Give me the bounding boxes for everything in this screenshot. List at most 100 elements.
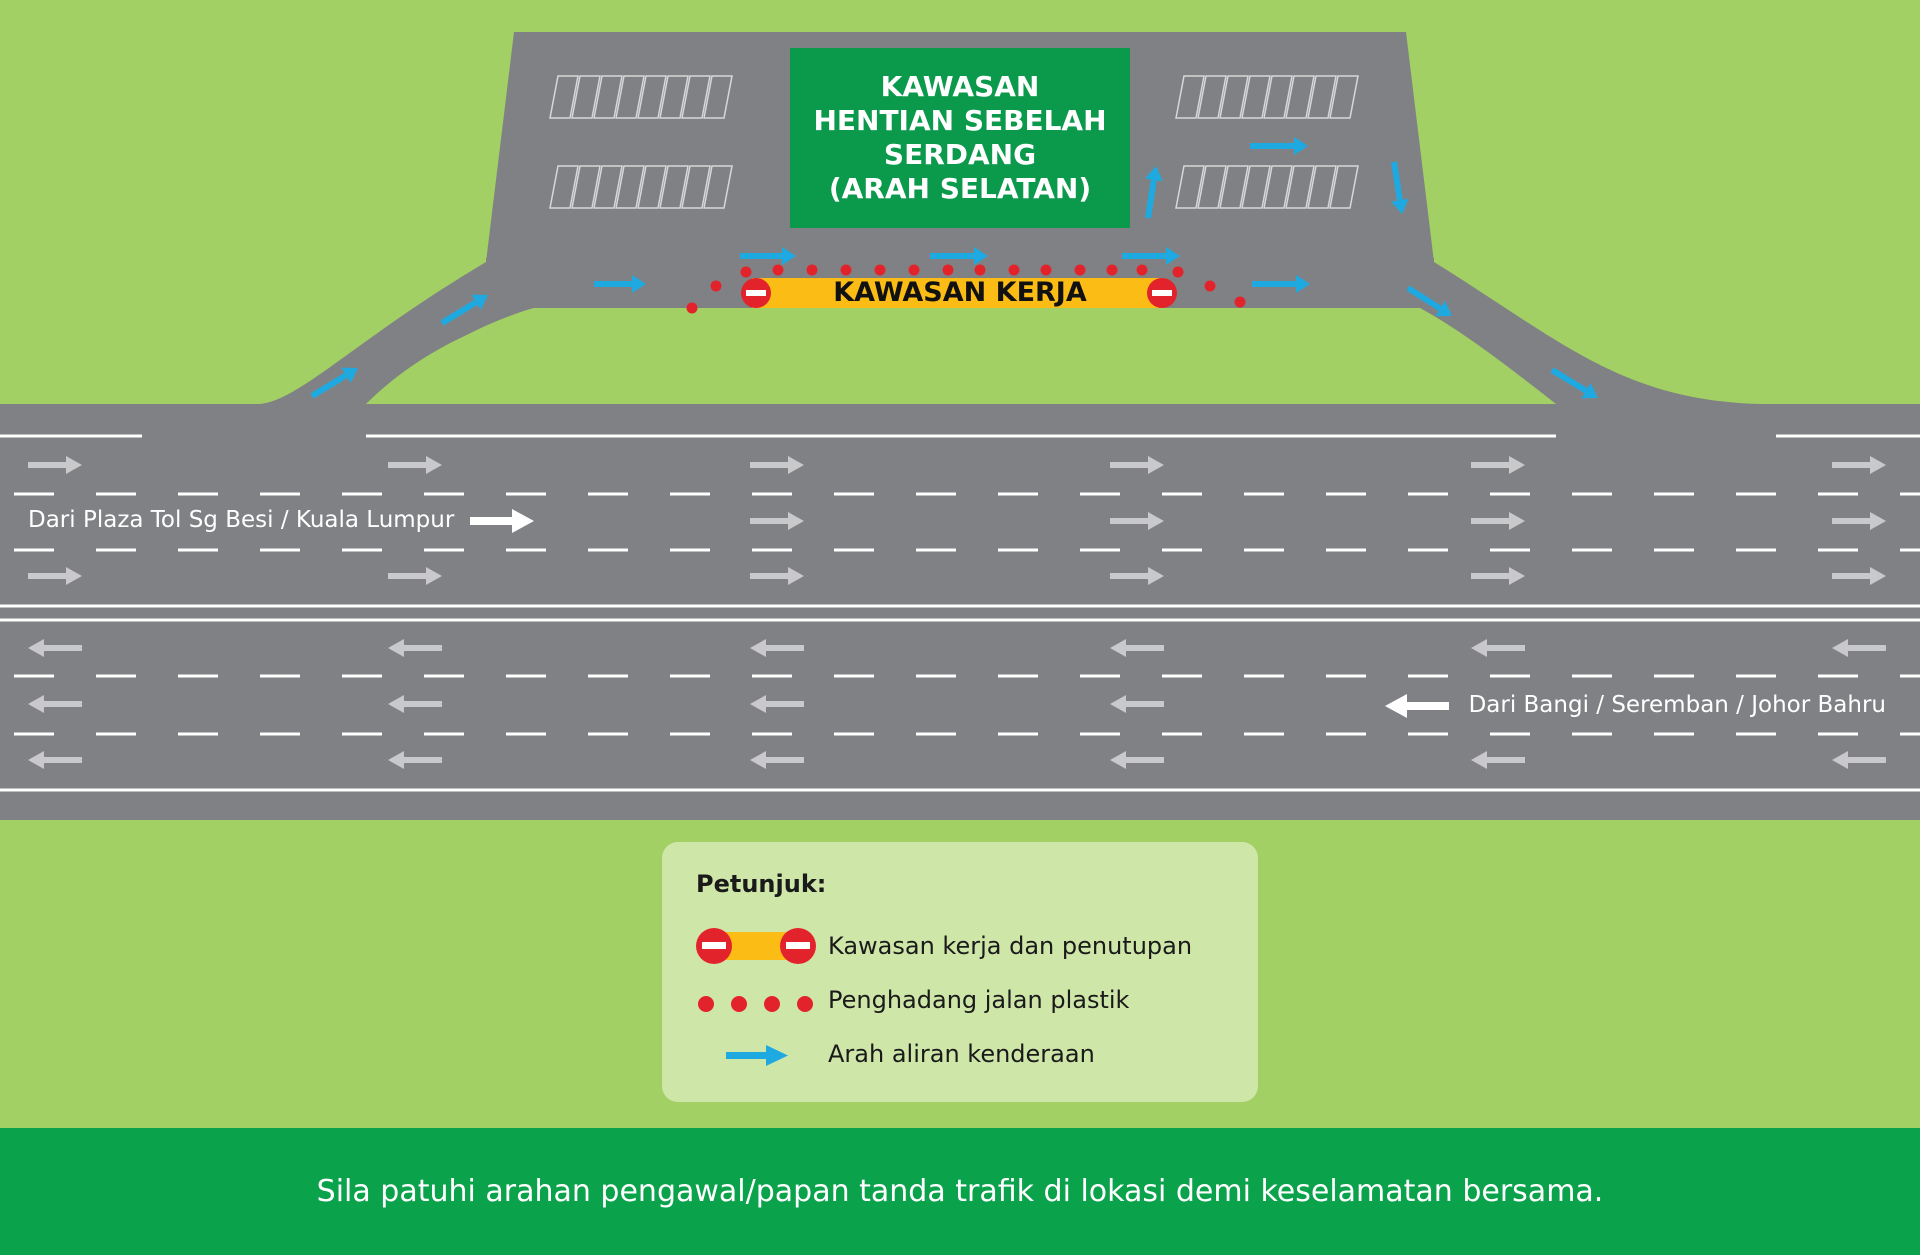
closure-bar-icon (696, 928, 816, 964)
plastic-barrier (874, 264, 886, 276)
northbound-label-text: Dari Plaza Tol Sg Besi / Kuala Lumpur (28, 507, 455, 533)
lane-arrow-east (28, 456, 82, 474)
cone-dots-icon (698, 996, 813, 1012)
plastic-barrier (1234, 296, 1246, 308)
lane-arrow-west (1110, 639, 1164, 657)
plastic-barrier (974, 264, 986, 276)
footer-text: Sila patuhi arahan pengawal/papan tanda … (316, 1174, 1604, 1209)
parking-stall (1241, 165, 1271, 209)
lane-arrow-east (1832, 567, 1886, 585)
parking-stall (615, 75, 645, 119)
plastic-barriers (686, 264, 1246, 314)
lane-arrow-east (750, 456, 804, 474)
lane-arrow-west (750, 751, 804, 769)
lane-arrow-east (1110, 512, 1164, 530)
southbound-arrow-icon (1385, 693, 1450, 718)
plastic-barrier (806, 264, 818, 276)
flow-arrow-icon (1390, 161, 1409, 214)
parking-stall (1285, 75, 1315, 119)
parking-stall (1285, 165, 1315, 209)
parking-stall (593, 75, 623, 119)
flow-arrow-icon (1144, 166, 1163, 219)
legend-item-closure-label: Kawasan kerja dan penutupan (828, 932, 1193, 960)
lane-arrow-east (750, 567, 804, 585)
legend-item-flow: Arah aliran kenderaan (696, 1032, 1236, 1076)
flow-arrow-icon (740, 247, 796, 265)
parking-stall (659, 165, 689, 209)
plastic-barrier (1204, 280, 1216, 292)
flow-arrow-icon (594, 275, 646, 293)
legend-item-barrier-label: Penghadang jalan plastik (828, 986, 1130, 1014)
lane-arrow-east (1110, 456, 1164, 474)
rest-area-line-1: KAWASAN (880, 70, 1040, 103)
rest-area-sign: KAWASAN HENTIAN SEBELAH SERDANG (ARAH SE… (790, 48, 1130, 228)
parking-stall (593, 165, 623, 209)
exit-ramp (1420, 262, 1760, 404)
lane-arrow-west (388, 639, 442, 657)
parking-stall (1329, 165, 1359, 209)
parking-stall (681, 75, 711, 119)
flow-arrow-icon (1406, 285, 1452, 317)
plastic-barrier (772, 264, 784, 276)
parking-stall (1175, 75, 1205, 119)
parking-stall (549, 165, 579, 209)
plastic-barrier (1040, 264, 1052, 276)
lane-lines (0, 434, 1920, 792)
lane-arrow-west (28, 639, 82, 657)
parking-stall (615, 165, 645, 209)
parking-stall (659, 75, 689, 119)
entry-ramp (260, 262, 570, 404)
legend-title: Petunjuk: (696, 870, 827, 898)
flow-arrow-icon (1250, 137, 1308, 155)
legend-item-flow-label: Arah aliran kenderaan (828, 1040, 1095, 1068)
lane-arrow-west (28, 695, 82, 713)
flow-arrow-icon (1550, 367, 1598, 399)
rest-area-line-3: SERDANG (883, 138, 1037, 171)
northbound-arrow-icon (469, 508, 534, 533)
parking-stall (549, 75, 579, 119)
southbound-label: Dari Bangi / Seremban / Johor Bahru (1385, 692, 1886, 718)
parking-stall (1329, 75, 1359, 119)
parking-stall (1307, 75, 1337, 119)
plastic-barrier (840, 264, 852, 276)
plastic-barrier (908, 264, 920, 276)
plastic-barrier (1106, 264, 1118, 276)
lane-arrow-east (1471, 456, 1525, 474)
flow-arrow-icon (440, 294, 488, 326)
parking-stall (571, 75, 601, 119)
parking-stall (571, 165, 601, 209)
lane-arrow-east (1471, 512, 1525, 530)
flow-arrow-icon (1252, 275, 1310, 293)
rest-area-line-2: HENTIAN SEBELAH (813, 104, 1107, 137)
lane-arrow-west (750, 695, 804, 713)
flow-arrow-icon (930, 247, 988, 265)
lane-arrow-east (388, 456, 442, 474)
blue-arrow-icon (726, 1045, 788, 1066)
lane-arrows (28, 456, 1886, 769)
closure-sign-right (1147, 278, 1177, 308)
lane-arrow-east (28, 567, 82, 585)
northbound-label: Dari Plaza Tol Sg Besi / Kuala Lumpur (28, 507, 534, 533)
lane-arrow-west (388, 695, 442, 713)
work-zone-bar (752, 278, 1164, 308)
parking-stall (1175, 165, 1205, 209)
rest-area-line-4: (ARAH SELATAN) (828, 172, 1092, 205)
flow-arrow-icon (310, 367, 358, 399)
lane-arrow-west (1471, 751, 1525, 769)
closure-sign-left (741, 278, 771, 308)
parking-stall (1219, 75, 1249, 119)
lane-arrow-west (750, 639, 804, 657)
lane-arrow-east (1832, 512, 1886, 530)
parking-stall (1263, 75, 1293, 119)
plastic-barrier (1074, 264, 1086, 276)
legend-item-barrier: Penghadang jalan plastik (696, 978, 1236, 1022)
lane-arrow-east (1110, 567, 1164, 585)
lane-arrow-west (1832, 751, 1886, 769)
parking-stall (637, 165, 667, 209)
lane-arrow-west (1110, 695, 1164, 713)
footer-banner: Sila patuhi arahan pengawal/papan tanda … (0, 1128, 1920, 1255)
parking-stall (637, 75, 667, 119)
parking-stall (1219, 165, 1249, 209)
lane-arrow-east (750, 512, 804, 530)
